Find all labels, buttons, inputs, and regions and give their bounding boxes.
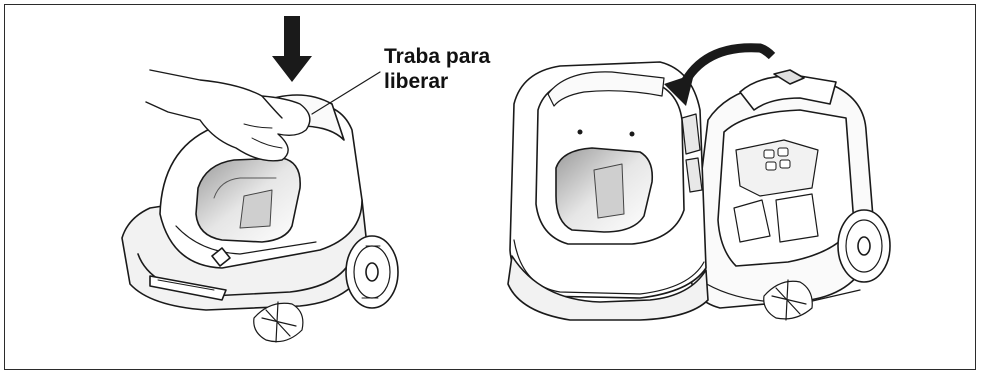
robot-closed [121, 69, 399, 343]
brush-left [253, 301, 304, 343]
wheel-right [837, 209, 891, 283]
callout-line-2: liberar [384, 70, 449, 93]
callout-line-1: Traba para [384, 45, 491, 68]
release-latch-callout: Traba para liberar [384, 44, 490, 94]
robot-open [507, 61, 891, 321]
press-down-arrow-icon [272, 16, 312, 82]
brush-right [763, 279, 813, 321]
rotate-open-arrow-icon [664, 43, 776, 106]
wheel-left [345, 235, 399, 309]
hand [145, 69, 311, 162]
